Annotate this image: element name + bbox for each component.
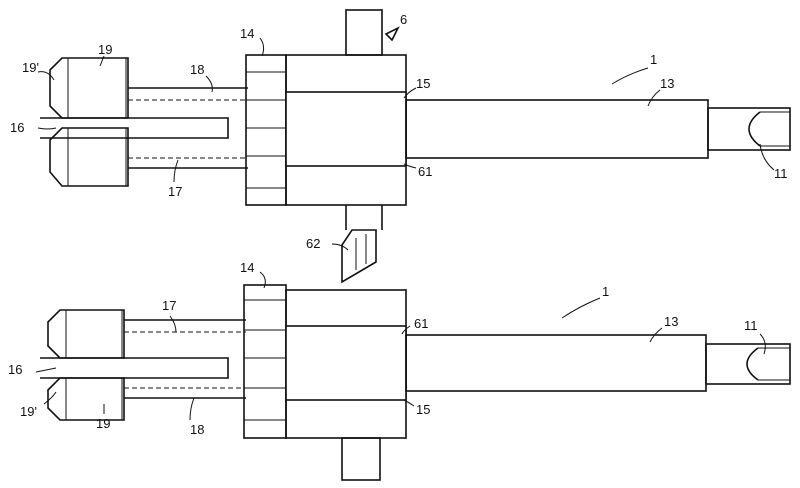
label-bottom-18: 18 bbox=[190, 422, 204, 437]
label-top-1: 1 bbox=[650, 52, 657, 67]
bottom-threaded-fitting bbox=[47, 309, 125, 421]
top-threaded-body bbox=[405, 99, 709, 159]
label-top-17: 17 bbox=[168, 184, 182, 199]
label-bottom-14: 14 bbox=[240, 260, 254, 275]
bottom-tip bbox=[705, 343, 791, 385]
bottom-threaded-body bbox=[405, 334, 707, 392]
top-slot bbox=[40, 117, 229, 139]
top-collar bbox=[245, 54, 287, 206]
cone-connector bbox=[341, 229, 377, 284]
arrow-6 bbox=[384, 26, 400, 42]
label-bottom-17: 17 bbox=[162, 298, 176, 313]
label-top-19-prime: 19' bbox=[22, 60, 39, 75]
bottom-clamp-section bbox=[285, 289, 407, 481]
label-top-14: 14 bbox=[240, 26, 254, 41]
label-top-61: 61 bbox=[418, 164, 432, 179]
reference-labels: 19' 19 18 14 6 1 13 15 16 17 61 11 62 14… bbox=[8, 12, 788, 437]
bottom-assembly bbox=[40, 284, 791, 481]
bottom-slot bbox=[40, 357, 229, 379]
top-tube bbox=[128, 87, 248, 169]
bottom-collar bbox=[243, 284, 287, 439]
label-top-18: 18 bbox=[190, 62, 204, 77]
label-top-16: 16 bbox=[10, 120, 24, 135]
label-top-6: 6 bbox=[400, 12, 407, 27]
top-clamp-section bbox=[285, 9, 407, 230]
top-threaded-fitting bbox=[49, 57, 129, 187]
label-bottom-61: 61 bbox=[414, 316, 428, 331]
bottom-tube bbox=[124, 319, 246, 399]
label-top-15: 15 bbox=[416, 76, 430, 91]
label-top-11: 11 bbox=[774, 166, 788, 181]
top-tip bbox=[707, 107, 791, 151]
label-bottom-19: 19 bbox=[96, 416, 110, 431]
label-bottom-16: 16 bbox=[8, 362, 22, 377]
label-62: 62 bbox=[306, 236, 320, 251]
label-top-13: 13 bbox=[660, 76, 674, 91]
label-bottom-13: 13 bbox=[664, 314, 678, 329]
label-top-19: 19 bbox=[98, 42, 112, 57]
leader-lines bbox=[35, 37, 775, 421]
label-bottom-11: 11 bbox=[744, 318, 758, 333]
top-assembly bbox=[40, 9, 791, 230]
label-bottom-1: 1 bbox=[602, 284, 609, 299]
label-bottom-19-prime: 19' bbox=[20, 404, 37, 419]
label-bottom-15: 15 bbox=[416, 402, 430, 417]
